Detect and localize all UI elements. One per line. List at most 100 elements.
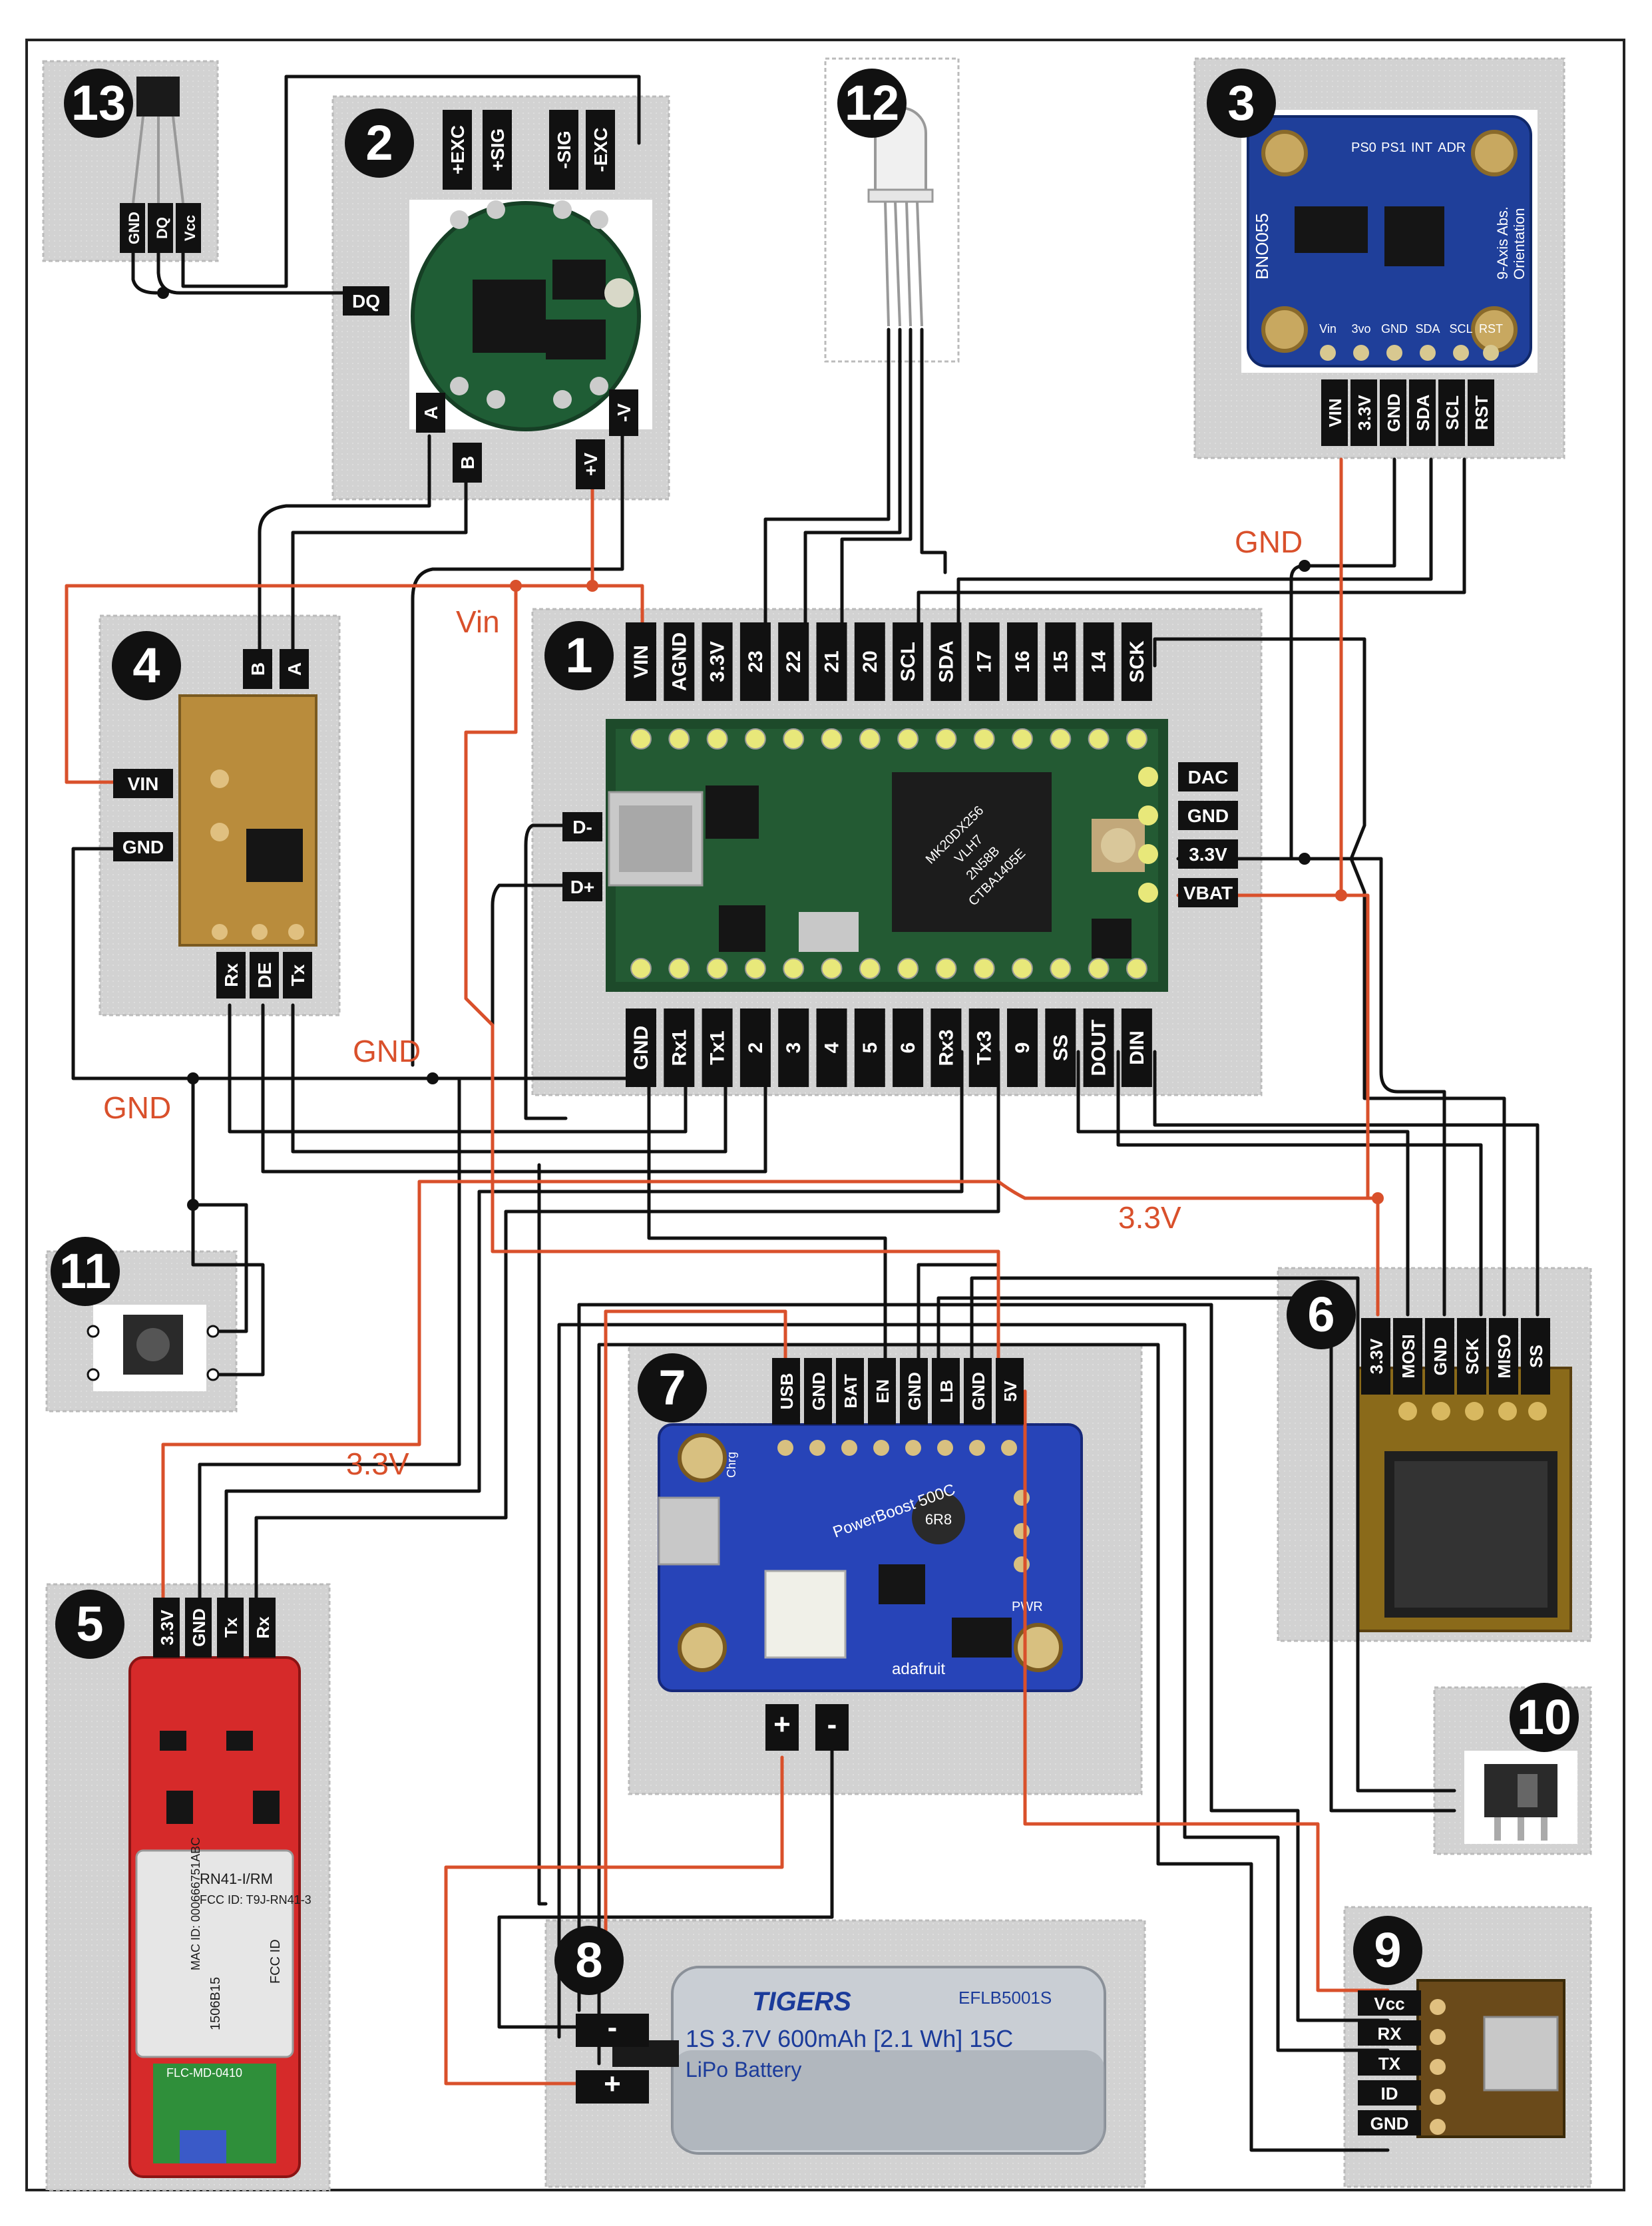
bluetooth-board: RN41-I/RM FCC ID: T9J-RN41-3 MAC ID: 000… [128, 1656, 311, 2178]
loadcell-pin-a-text: A [421, 406, 441, 419]
teensy-top-pin-4: 22 [778, 622, 809, 701]
badge-8-text: 8 [575, 1932, 602, 1988]
sdcard-board [1356, 1367, 1572, 1632]
pb-pin-5: LB [932, 1358, 960, 1425]
badge-5-text: 5 [76, 1596, 103, 1652]
loadcell-top-pin-0-text: +EXC [447, 125, 468, 174]
pb-terminal-plus: + [765, 1704, 799, 1751]
badge-13: 13 [64, 69, 133, 138]
teensy-bottom-pin-8-text: Rx3 [935, 1029, 957, 1066]
rs485-top-pin-1-text: A [284, 662, 305, 676]
temp-sensor [132, 77, 184, 204]
teensy-right-pin-3: VBAT [1178, 878, 1238, 907]
badge-4: 4 [112, 631, 181, 700]
teensy-right-pin-1-text: GND [1187, 805, 1229, 826]
loadcell-board [409, 200, 652, 431]
bno-pin-0-text: VIN [1325, 398, 1345, 427]
battery: TIGERS EFLB5001S 1S 3.7V 600mAh [2.1 Wh]… [612, 1966, 1106, 2155]
pb-pin-4-text: GND [905, 1372, 925, 1411]
teensy-right-pin-0: DAC [1178, 762, 1238, 791]
badge-8: 8 [554, 1926, 624, 1995]
loadcell-pin-dq: DQ [343, 286, 389, 316]
bno-text-scl: SCL [1449, 322, 1472, 335]
label-gnd-top: GND [1235, 525, 1303, 559]
teensy-right-pin-3-text: VBAT [1183, 883, 1233, 903]
battery-brand: TIGERS [752, 1987, 851, 2016]
teensy-bottom-pin-2-text: Tx1 [707, 1030, 729, 1065]
temp-pin-2: Vcc [176, 203, 201, 253]
teensy-top-pin-13-text: SCK [1126, 640, 1148, 683]
teensy-bottom-pin-4: 3 [778, 1008, 809, 1087]
bno-pin-2-text: GND [1384, 393, 1404, 432]
teensy-top-pin-13: SCK [1121, 622, 1152, 701]
teensy-bottom-pin-13-text: DIN [1126, 1030, 1148, 1065]
bt-text-mac: MAC ID: 000666751ABC [189, 1837, 202, 1970]
loadcell-pin-v-minus-text: -V [614, 403, 634, 422]
battery-terminal-plus: + [576, 2068, 649, 2104]
badge-11-text: 11 [59, 1243, 111, 1299]
usb-pin-3: ID [1358, 2080, 1421, 2106]
pb-pin-6: GND [964, 1358, 992, 1425]
pb-pin-7: 5V [996, 1358, 1024, 1425]
usb-pin-2-text: TX [1378, 2054, 1401, 2074]
teensy-top-pin-2: 3.3V [702, 622, 733, 701]
bt-pin-2: Tx [217, 1598, 244, 1658]
bno-text-rst: RST [1479, 322, 1503, 335]
teensy-top-pin-3: 23 [739, 622, 771, 701]
loadcell-pin-dq-text: DQ [352, 291, 380, 312]
teensy-top-pin-6-text: 20 [859, 650, 881, 672]
usb-pin-0-text: Vcc [1374, 1994, 1404, 2014]
teensy-bottom-pin-1: Rx1 [664, 1008, 695, 1087]
loadcell-top-pin-2: -SIG [549, 110, 578, 190]
usb-pin-4-text: GND [1370, 2114, 1409, 2133]
rs485-bottom-pin-1: DE [250, 952, 279, 999]
temp-pin-2-text: Vcc [182, 215, 198, 241]
teensy-left-pin-1-text: D+ [570, 877, 595, 897]
label-gnd-left: GND [103, 1090, 171, 1125]
teensy-bottom-pin-3-text: 2 [745, 1042, 767, 1054]
teensy-bottom-pin-0-text: GND [630, 1026, 652, 1070]
teensy-top-pin-0: VIN [626, 622, 656, 701]
teensy-top-pin-11: 15 [1045, 622, 1076, 701]
teensy-bottom-pin-6-text: 5 [859, 1042, 881, 1054]
teensy-bottom-pin-5: 4 [816, 1008, 847, 1087]
rs485-bottom-pin-0-text: Rx [221, 963, 242, 987]
pb-pin-2: BAT [836, 1358, 864, 1425]
slide-switch [1464, 1751, 1577, 1844]
teensy-right-pin-0-text: DAC [1188, 767, 1229, 787]
loadcell-top-pin-0: +EXC [443, 110, 472, 190]
teensy-bottom-pin-6: 5 [854, 1008, 885, 1087]
bno-pin-0: VIN [1321, 379, 1348, 446]
bno-text-ps1: PS1 [1381, 140, 1406, 155]
teensy-top-pin-2-text: 3.3V [707, 641, 729, 682]
sd-pin-4: MISO [1489, 1318, 1518, 1395]
teensy-top-pin-9-text: 17 [974, 650, 996, 672]
teensy-bottom-pin-1-text: Rx1 [668, 1029, 690, 1066]
battery-model: EFLB5001S [958, 1988, 1052, 2008]
pb-pin-0: USB [772, 1358, 800, 1425]
loadcell-top-pin-1: +SIG [483, 110, 512, 190]
badge-3-text: 3 [1227, 75, 1255, 130]
badge-11: 11 [51, 1237, 120, 1306]
bno-pin-5: RST [1468, 379, 1494, 446]
teensy-board: MK20DX256 VLH7 2N58B CTBA1405E [606, 719, 1168, 992]
teensy-bottom-pin-11: SS [1045, 1008, 1076, 1087]
rs485-left-pin-0-text: VIN [128, 774, 159, 794]
teensy-pins [630, 728, 1158, 979]
badge-4-text: 4 [132, 638, 160, 693]
pb-text-ind: 6R8 [925, 1511, 952, 1528]
bno-pin-1-text: 3.3V [1354, 395, 1374, 431]
badge-1: 1 [544, 621, 614, 690]
teensy-bottom-pin-2: Tx1 [702, 1008, 733, 1087]
teensy-top-pin-9: 17 [968, 622, 1000, 701]
sd-pin-3: SCK [1457, 1318, 1486, 1395]
rs485-bottom-pin-2: Tx [283, 952, 312, 999]
teensy-top-pin-5-text: 21 [821, 650, 843, 672]
battery-terminal-minus-text: - [608, 2011, 618, 2044]
badge-12: 12 [837, 69, 907, 138]
bt-text-label: FLC-MD-0410 [166, 2066, 242, 2080]
teensy-top-pin-0-text: VIN [630, 645, 652, 678]
teensy-top-pin-12: 14 [1083, 622, 1114, 701]
bt-pin-0-text: 3.3V [157, 1610, 177, 1646]
loadcell-pin-b: B [453, 443, 482, 483]
